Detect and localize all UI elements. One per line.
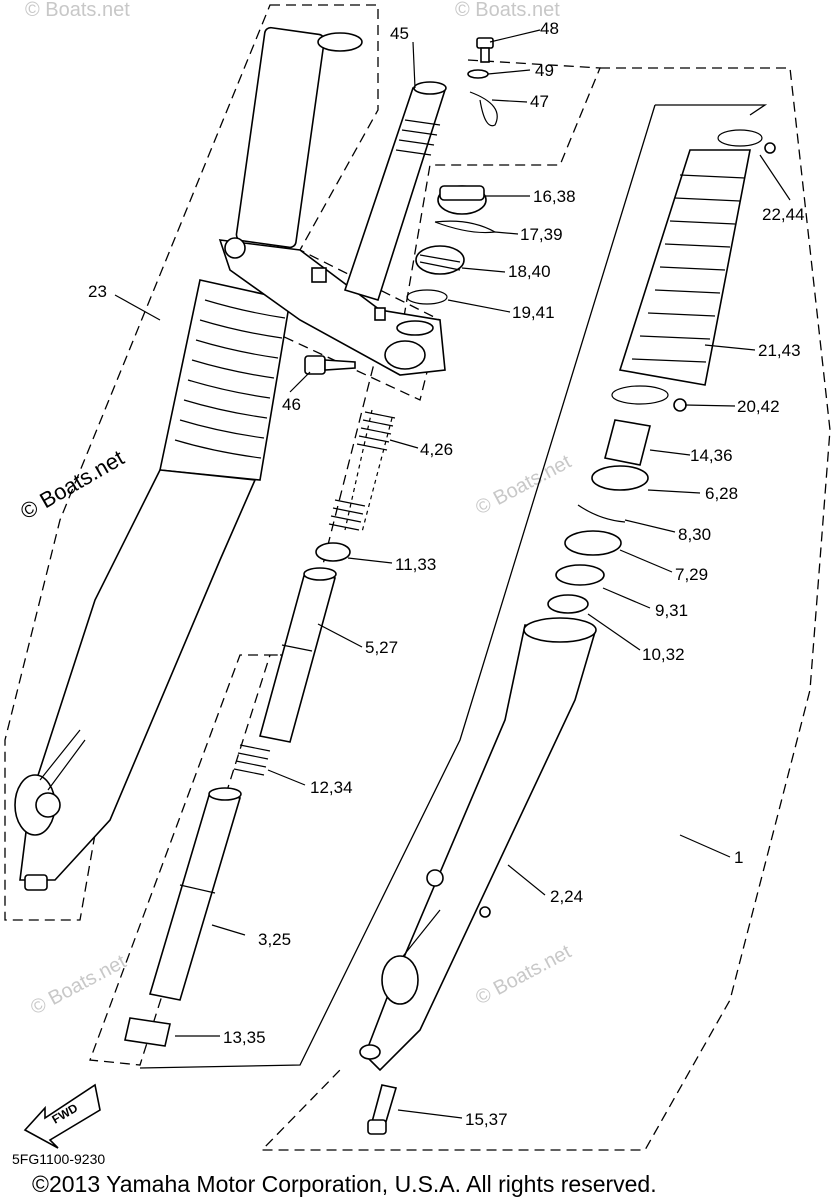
callout-12-34: 12,34: [310, 778, 353, 797]
callout-14-36: 14,36: [690, 446, 733, 465]
outer-tube-2-24: [359, 617, 597, 1072]
callout-45: 45: [390, 24, 409, 43]
copyright-notice: ©2013 Yamaha Motor Corporation, U.S.A. A…: [32, 1171, 657, 1197]
frame-assembly-23: [4, 4, 441, 921]
diagram-code: 5FG1100-9230: [12, 1151, 105, 1167]
cap-parts-16-19: [406, 185, 497, 305]
callout-1: 1: [734, 848, 743, 867]
callout-labels: 48 49 47 45 16,38 17,39 18,40 19,41 22,4…: [88, 19, 805, 1129]
watermark-bottom-right: © Boats.net: [472, 941, 575, 1010]
callout-47: 47: [530, 92, 549, 111]
watermark-bottom-left: © Boats.net: [27, 951, 130, 1020]
callout-19-41: 19,41: [512, 303, 555, 322]
callout-7-29: 7,29: [675, 565, 708, 584]
inner-tube-45: [343, 81, 447, 301]
frame-inner-parts: [89, 59, 601, 1066]
small-hardware-47-49: [467, 37, 498, 127]
washer-9-31: [555, 564, 605, 586]
bushing-10-32: [547, 594, 589, 614]
spacer-14-36: [604, 419, 651, 466]
collar-11-33: [315, 542, 351, 562]
callout-46: 46: [282, 395, 301, 414]
seal-6-28: [591, 465, 649, 491]
callout-18-40: 18,40: [508, 262, 551, 281]
frame-outer-tube-left-edge: [139, 104, 656, 1069]
callout-10-32: 10,32: [642, 645, 685, 664]
damper-5-27: [259, 567, 337, 743]
callout-49: 49: [535, 61, 554, 80]
clamp-22-44: [717, 129, 776, 154]
fork-assembly-23: [14, 26, 363, 891]
callout-17-39: 17,39: [520, 225, 563, 244]
spring-4-26: [328, 409, 396, 533]
callout-20-42: 20,42: [737, 397, 780, 416]
callout-5-27: 5,27: [365, 638, 398, 657]
bolt-15-37: [367, 1084, 398, 1135]
collar-13-35: [124, 1017, 171, 1047]
triple-clamp: [218, 237, 446, 376]
seal-7-29: [564, 530, 622, 556]
watermark-main: © Boats.net: [16, 445, 128, 524]
spring-12-34: [233, 744, 271, 776]
boot-21-43: [618, 149, 751, 386]
watermark-top: © Boats.net: [455, 0, 560, 21]
callout-9-31: 9,31: [655, 601, 688, 620]
clamp-20-42: [611, 385, 687, 412]
callout-13-35: 13,35: [223, 1028, 266, 1047]
callout-21-43: 21,43: [758, 341, 801, 360]
callout-16-38: 16,38: [533, 187, 576, 206]
bolt-46: [304, 355, 356, 375]
callout-2-24: 2,24: [550, 887, 583, 906]
frame-outer-tube-1: [655, 104, 768, 116]
callout-3-25: 3,25: [258, 930, 291, 949]
forward-arrow-icon: FWD: [23, 1083, 101, 1149]
leader-lines: [114, 29, 791, 1119]
clip-8-30: [577, 504, 626, 523]
callout-15-37: 15,37: [465, 1110, 508, 1129]
callout-11-33: 11,33: [395, 555, 436, 574]
callout-22-44: 22,44: [762, 205, 805, 224]
callout-4-26: 4,26: [420, 440, 453, 459]
watermark-top-left: © Boats.net: [25, 0, 130, 21]
inner-tube-3-25: [148, 787, 242, 1001]
callout-48: 48: [540, 19, 559, 38]
callout-23: 23: [88, 282, 107, 301]
callout-8-30: 8,30: [678, 525, 711, 544]
callout-6-28: 6,28: [705, 484, 738, 503]
watermark-middle: © Boats.net: [472, 451, 575, 520]
